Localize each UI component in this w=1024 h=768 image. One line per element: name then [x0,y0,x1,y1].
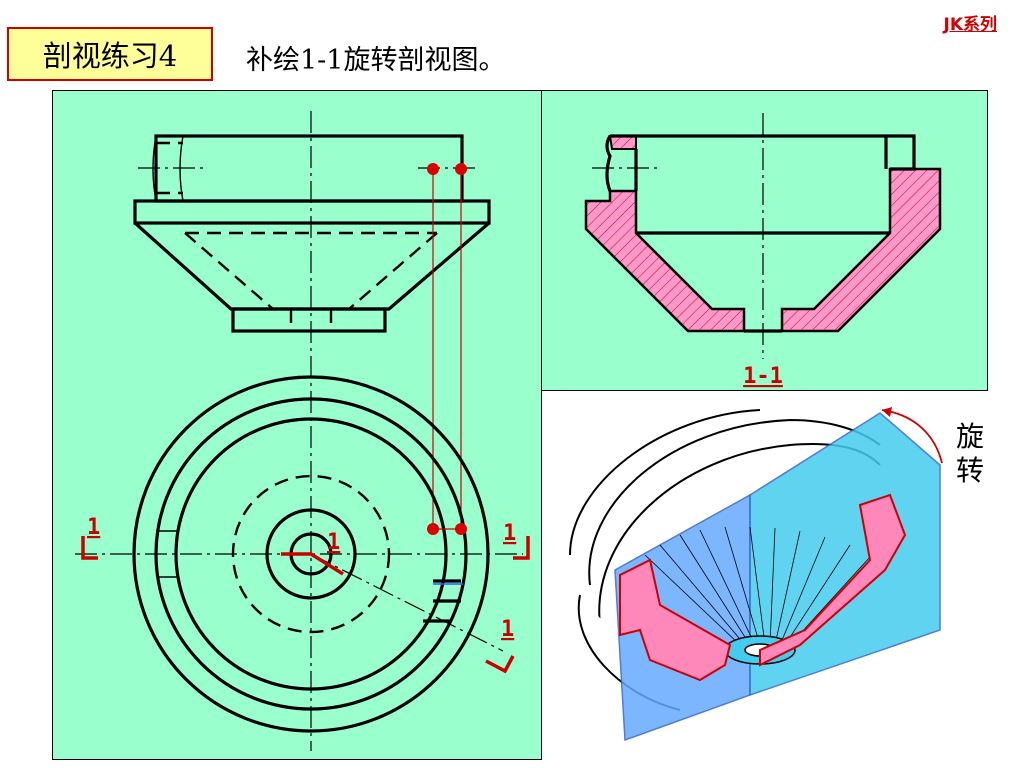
rotation-char: 旋 [955,420,984,453]
cut-marker-diagonal [485,655,515,674]
top-view: 1 1 1 1 [75,375,530,733]
section-drawing: 1-1 [584,113,942,389]
cut-label: 1 [503,521,516,546]
exercise-title: 剖视练习4 [7,27,213,81]
section-view-panel: 1-1 [541,90,988,391]
cut-label: 1 [501,617,514,642]
isometric-view [569,407,943,742]
front-view [133,134,491,529]
cut-label: 1 [87,515,100,540]
rotation-char: 转 [955,454,984,487]
cut-marker-left [81,536,98,560]
instruction-text: 补绘1-1旋转剖视图。 [246,45,506,76]
orthographic-drawing: 1 1 1 1 [75,111,530,751]
series-tag: JK系列 [943,15,998,35]
rotation-label: 旋 转 [953,420,987,488]
cut-label: 1 [327,530,340,555]
cut-marker-right [513,536,530,560]
section-label: 1-1 [743,364,783,389]
front-top-view-panel: 1 1 1 1 [52,90,542,760]
